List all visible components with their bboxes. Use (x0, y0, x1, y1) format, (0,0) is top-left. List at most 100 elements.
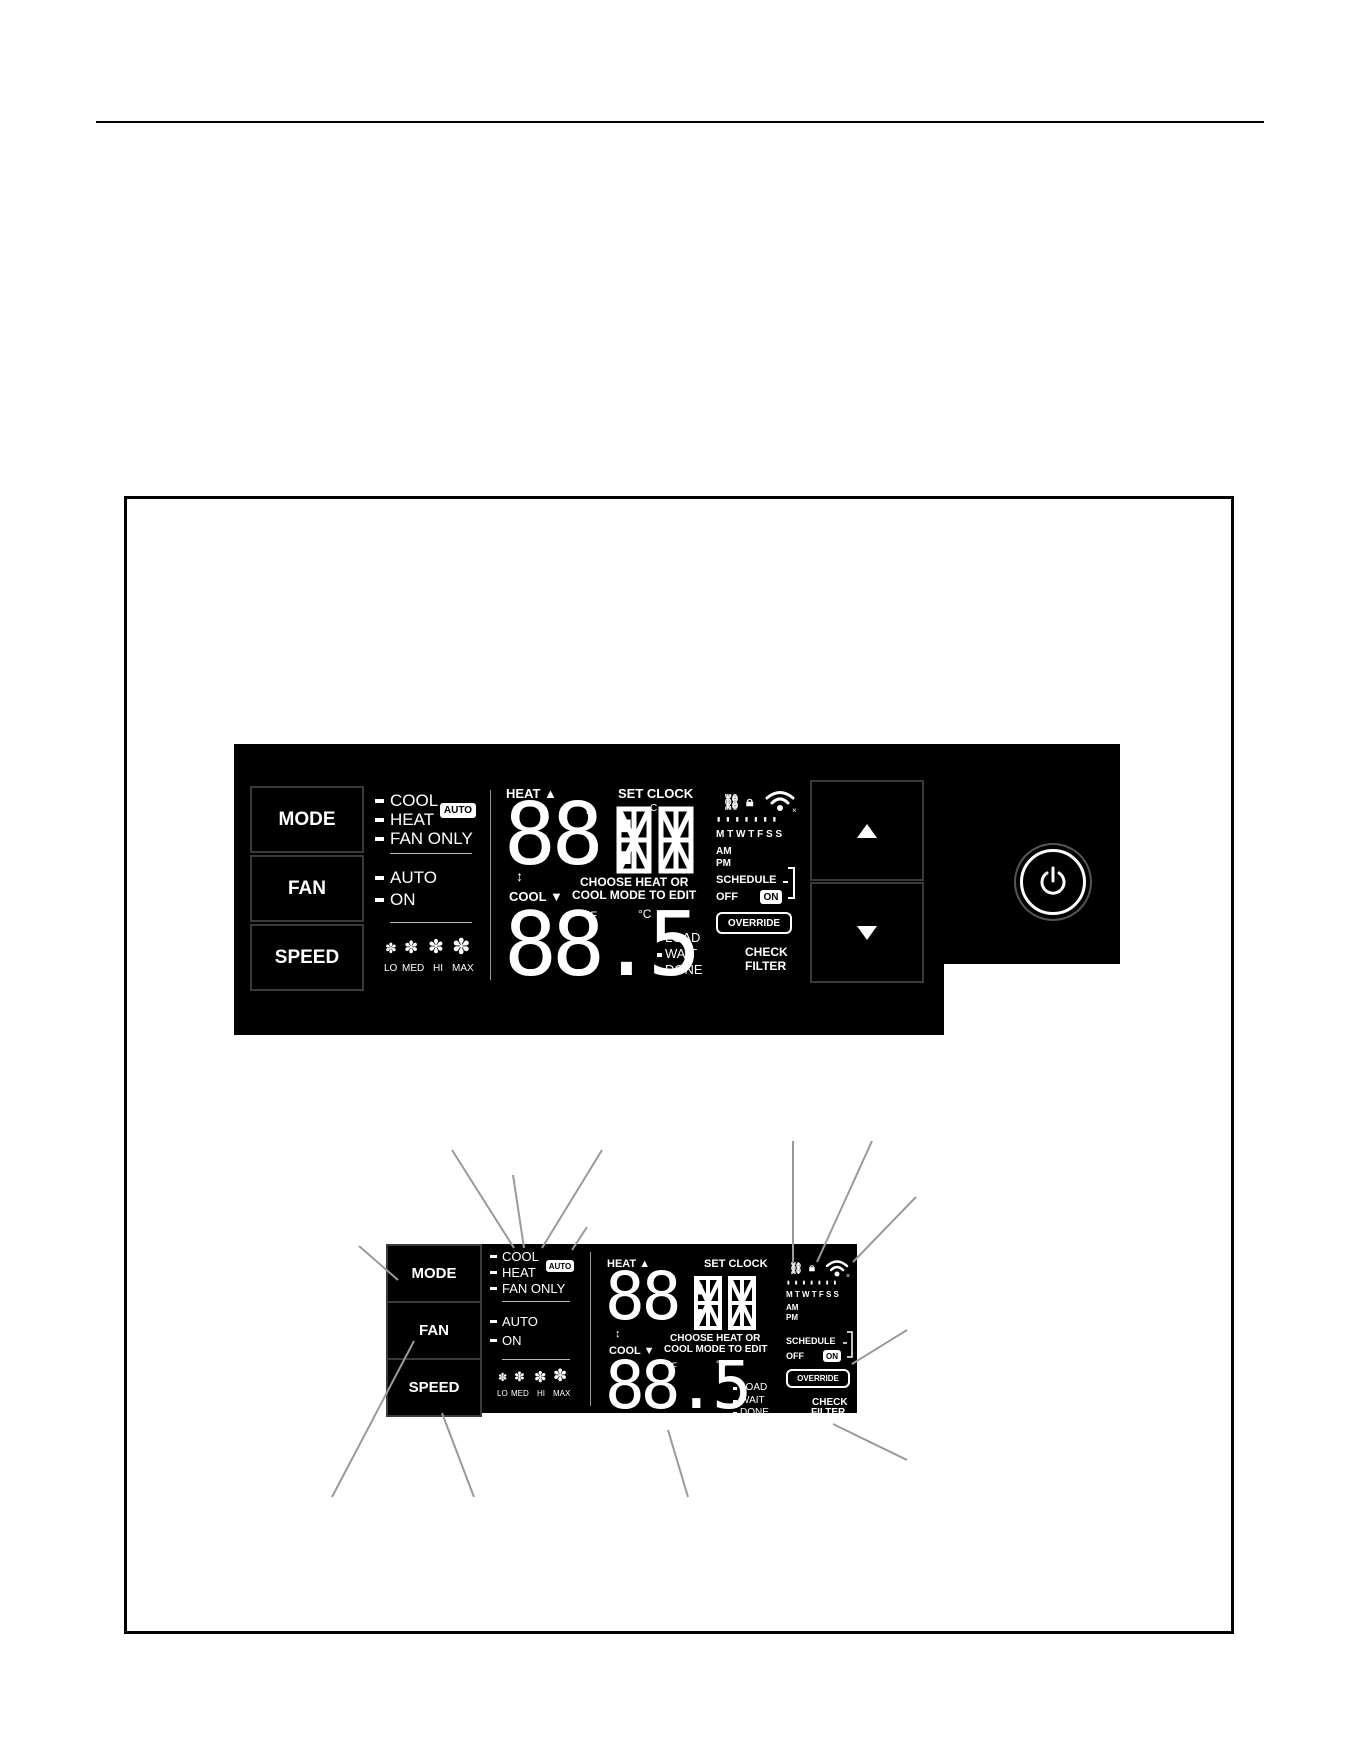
divider (502, 1301, 570, 1302)
day-ticks: ▮▮▮▮▮▮▮ (787, 1280, 842, 1286)
fan-button[interactable]: FAN (250, 855, 364, 922)
power-button[interactable] (1020, 849, 1086, 915)
heat-indicator (490, 1271, 497, 1274)
divider (502, 1359, 570, 1360)
fan-on-indicator (490, 1339, 497, 1342)
speed-max-label: MAX (553, 1389, 571, 1398)
wifi-icon: × (825, 1260, 850, 1280)
schedule-bracket (843, 1331, 853, 1358)
link-icon: ⛓ (789, 1263, 803, 1275)
leader-fan-only (541, 1149, 603, 1249)
day-ticks: ▮▮▮▮▮▮▮ (717, 817, 783, 823)
wifi-icon: × (765, 791, 797, 814)
mode-button[interactable]: MODE (386, 1244, 482, 1303)
fan-auto-label: AUTO (390, 868, 437, 887)
load-label: LOAD (740, 1382, 768, 1393)
cool-label: COOL ▼ (509, 889, 563, 904)
auto-badge: AUTO (546, 1260, 574, 1272)
fan-icon: ✽ (514, 1369, 525, 1384)
fan-icon: ✽ (534, 1369, 547, 1386)
fan-icon: ✽ (404, 938, 419, 957)
filter-label: FILTER (745, 959, 787, 973)
pm-label: PM (786, 1313, 798, 1322)
speed-button[interactable]: SPEED (386, 1358, 482, 1417)
clock-digits: 88: (504, 785, 651, 885)
fan-only-option-label: FAN ONLY (390, 829, 473, 848)
schedule-on-badge: ON (823, 1350, 841, 1362)
speed-hi-label: HI (537, 1389, 545, 1398)
temp-unit-f: °F (586, 910, 598, 922)
figure-frame (124, 496, 1234, 1634)
updown-icon: ↕ (615, 1328, 621, 1340)
override-button[interactable]: OVERRIDE (716, 912, 792, 934)
leader-schedule (851, 1329, 908, 1365)
speed-lo-label: LO (497, 1389, 508, 1398)
schedule-label: SCHEDULE (716, 874, 777, 886)
temp-unit-c: °C (638, 907, 652, 921)
wait-indicator (657, 953, 662, 957)
load-label: LOAD (665, 930, 701, 945)
leader-temperature (667, 1429, 689, 1498)
wait-label: WAIT (665, 946, 698, 961)
fan-icon: ✽ (452, 934, 471, 959)
vertical-divider (590, 1252, 591, 1406)
leader-lock (816, 1140, 873, 1263)
fan-icon: ✽ (428, 937, 444, 958)
load-indicator (657, 937, 662, 941)
leader-cool (451, 1149, 515, 1249)
set-clock-label: SET CLOCK (704, 1258, 768, 1270)
fan-icon: ✽ (498, 1372, 508, 1384)
cool-indicator (375, 799, 384, 803)
cool-label: COOL ▼ (609, 1345, 655, 1357)
svg-text:×: × (792, 806, 797, 814)
speed-button[interactable]: SPEED (250, 924, 364, 991)
temperature-digits: 88.5 (605, 1347, 752, 1424)
schedule-on-badge: ON (760, 890, 782, 904)
unit-c-small: C (650, 803, 658, 814)
check-label: CHECK (745, 945, 788, 959)
heat-option-label: HEAT (502, 1265, 536, 1280)
am-label: AM (716, 846, 732, 857)
choose-line2: COOL MODE TO EDIT (572, 888, 697, 902)
speed-med-label: MED (402, 963, 425, 974)
mode-button[interactable]: MODE (250, 786, 364, 853)
fan-on-indicator (375, 898, 384, 902)
off-label: OFF (786, 1351, 804, 1361)
top-rule (96, 121, 1264, 123)
wait-label: WAIT (740, 1395, 765, 1406)
check-label: CHECK (812, 1397, 848, 1408)
alphanumeric-digits (616, 806, 694, 874)
alphanumeric-digits (694, 1276, 756, 1330)
fan-auto-indicator (375, 876, 384, 880)
auto-badge: AUTO (440, 803, 476, 818)
done-label: DONE (665, 962, 703, 977)
temp-up-button[interactable] (810, 780, 924, 881)
override-button[interactable]: OVERRIDE (786, 1369, 850, 1388)
load-indicator (733, 1387, 737, 1390)
fan-only-indicator (490, 1287, 497, 1290)
temp-unit-f: °F (668, 1361, 678, 1371)
temp-down-button[interactable] (810, 882, 924, 983)
leader-mode (358, 1245, 399, 1281)
cool-option-label: COOL (390, 791, 439, 810)
temp-unit-c: °C (716, 1359, 727, 1369)
link-icon: ⛓ (722, 794, 742, 811)
cool-option-label: COOL (502, 1249, 539, 1264)
done-label: DONE (740, 1407, 769, 1418)
unit-f: F (586, 806, 593, 817)
leader-wifi (852, 1196, 917, 1263)
choose-line1: CHOOSE HEAT OR (670, 1333, 761, 1344)
down-arrow-icon (857, 925, 877, 940)
heat-option-label: HEAT (390, 810, 435, 829)
leader-check-filter (832, 1423, 908, 1461)
schedule-bracket (783, 867, 795, 899)
choose-line2: COOL MODE TO EDIT (664, 1344, 768, 1355)
fan-icon: ✽ (385, 940, 397, 956)
vertical-divider (490, 790, 491, 980)
speed-med-label: MED (511, 1389, 529, 1398)
days-label: M T W T F S S (716, 829, 783, 840)
heat-label: HEAT ▲ (506, 786, 557, 801)
up-arrow-icon (857, 823, 877, 838)
fan-button[interactable]: FAN (386, 1301, 482, 1360)
